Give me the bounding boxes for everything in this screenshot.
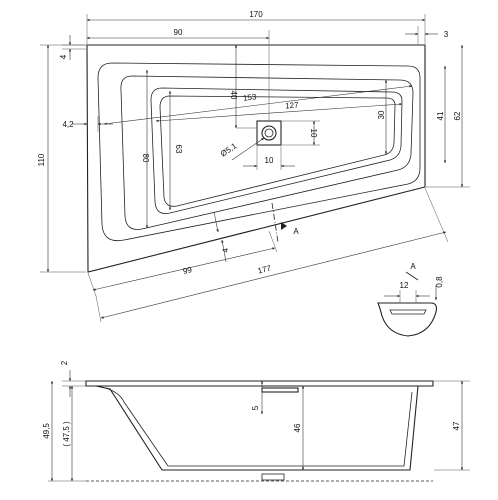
top-view: 170 90 3 4 110 62 41 30 153 (37, 10, 470, 323)
detail-label: A (410, 262, 416, 271)
dim-left-offset: 4,2 (62, 120, 74, 129)
dim-depth-40: 40 (229, 91, 238, 100)
side-overflow (261, 387, 299, 393)
detail-dim-08: 0,8 (435, 276, 444, 288)
dim-drain-horizontal: 10 (265, 156, 274, 165)
detail-profile (377, 302, 438, 337)
drain-square (256, 120, 282, 146)
dim-total-height: 110 (37, 153, 46, 166)
dim-drain-vertical: 10 (309, 129, 318, 138)
side-dim-total-height: 49,5 (42, 423, 51, 439)
tub-basin-outer (120, 75, 414, 230)
dim-right-height: 62 (453, 111, 462, 120)
side-dim-total-height-ref: ( 47,5 ) (62, 421, 71, 447)
dim-bottom-4: 4 (221, 247, 231, 253)
dim-left-depth-63: 63 (174, 145, 183, 154)
side-dim-rim: 2 (60, 360, 69, 365)
section-line-a (271, 202, 279, 243)
dim-inner-right-small: 30 (377, 110, 386, 119)
dim-total-width: 170 (249, 10, 263, 19)
tub-rim-contour (97, 62, 421, 242)
section-marker-a: A (293, 227, 299, 236)
dim-inner-diagonal-small: 127 (285, 101, 299, 111)
detail-dim-12: 12 (400, 281, 409, 290)
drain-circle (261, 125, 277, 141)
side-dim-right-height: 47 (452, 421, 461, 430)
dim-bottom-177: 177 (257, 263, 273, 275)
dim-inner-right: 41 (436, 111, 445, 120)
dim-drain-diameter: Ø5,1 (219, 141, 239, 158)
side-body (95, 385, 419, 471)
dim-left-depth-80: 80 (141, 154, 150, 163)
dim-top-offset: 4 (59, 54, 68, 59)
side-view: 2 49,5 ( 47,5 ) 5 46 47 (42, 360, 470, 482)
dim-left-width: 90 (174, 28, 183, 37)
side-dim-inner-depth: 46 (293, 423, 302, 432)
tub-outer-contour (86, 44, 426, 273)
dim-inner-diagonal: 153 (243, 92, 258, 103)
dim-bottom-99: 99 (182, 265, 193, 276)
detail-a: A 12 0,8 (377, 262, 444, 337)
side-dim-overflow: 5 (251, 405, 260, 410)
side-rim (85, 380, 434, 387)
dim-right-edge: 3 (444, 30, 449, 39)
